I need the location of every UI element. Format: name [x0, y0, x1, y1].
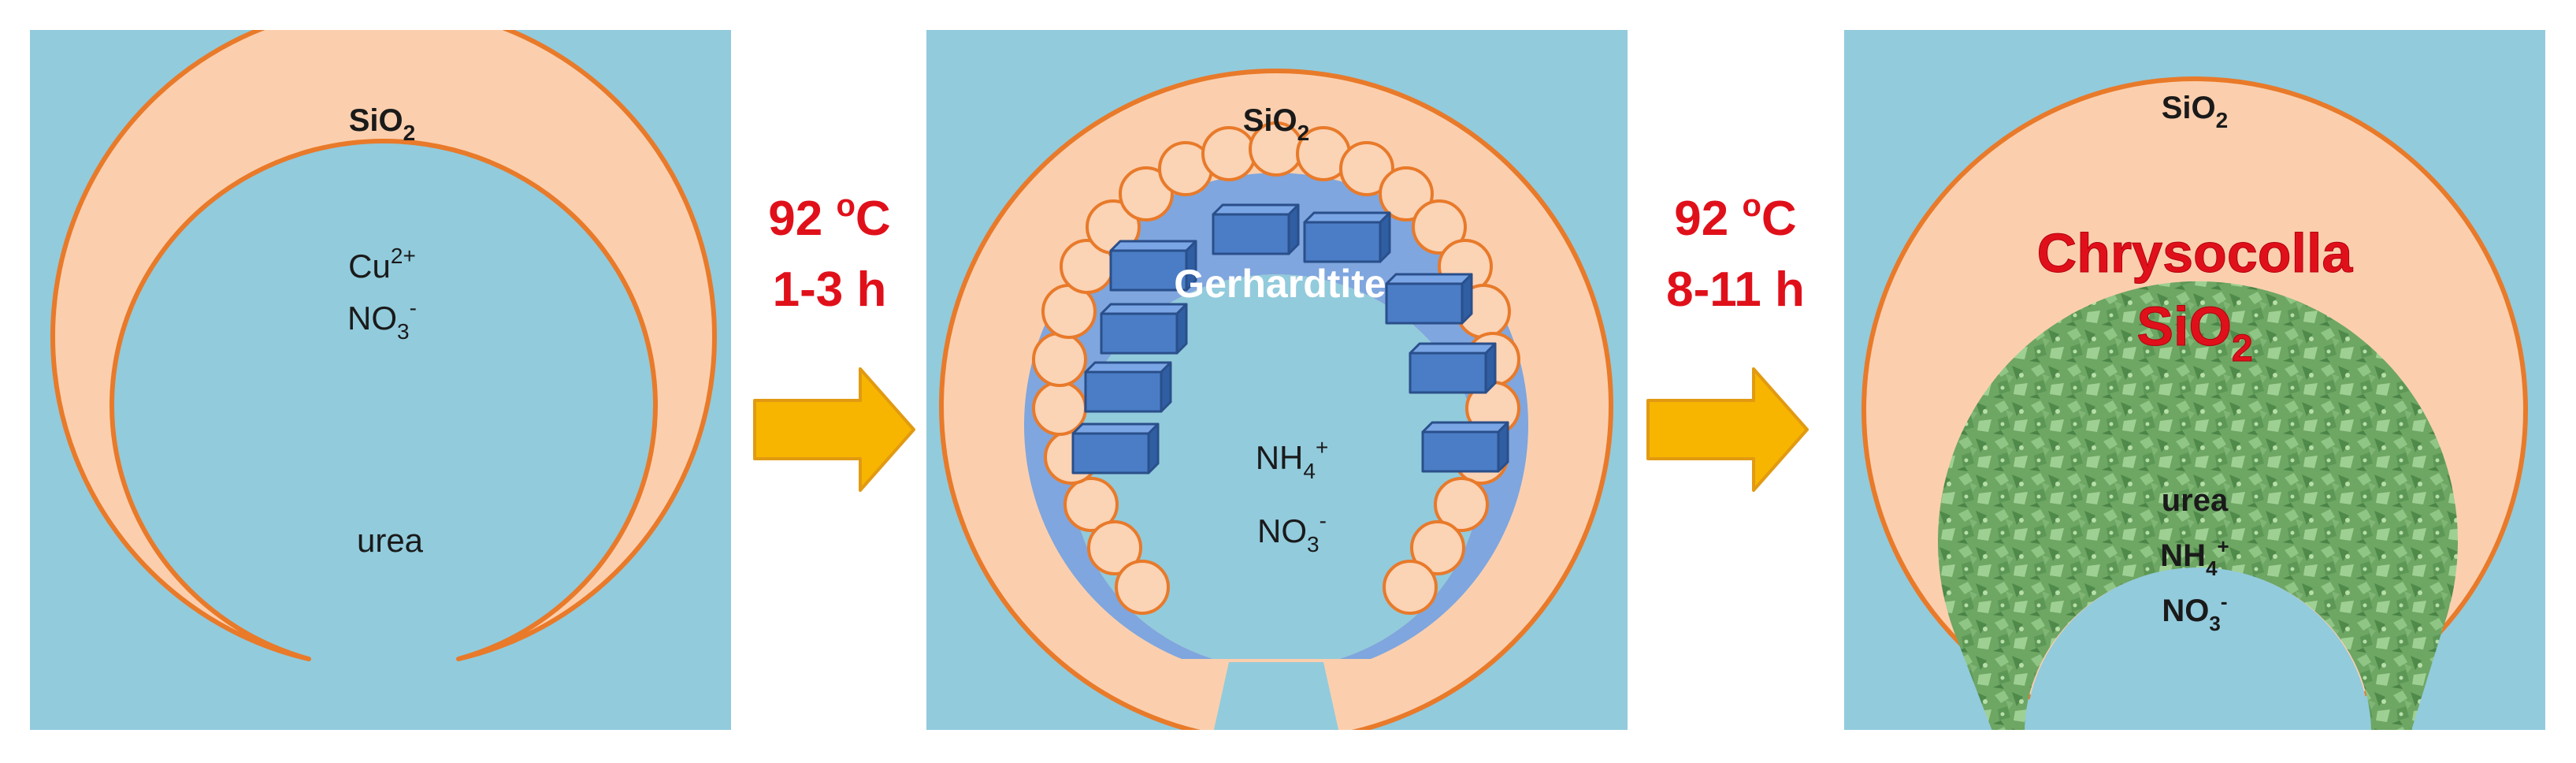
step-2-conditions: 92 oC 8-11 h — [1646, 188, 1809, 492]
gerhardtite-label: Gerhardtite — [1174, 262, 1386, 306]
panel-initial-urea-label: urea — [357, 522, 424, 559]
inner-cavity — [2026, 568, 2370, 730]
shell-opening — [1213, 662, 1339, 730]
panel-initial-ion-nitrate: NO3- — [347, 296, 417, 344]
panel-chrysocolla-urea-label: urea — [2162, 483, 2229, 518]
panel-chrysocolla: SiO2 Chrysocolla SiO2 urea NH4+ NO3- — [1844, 30, 2545, 730]
chrysocolla-layer — [1938, 281, 2458, 730]
panel-initial-ion-cu: Cu2+ — [348, 244, 416, 285]
panel-gerhardtite: SiO2 Gerhardtite NH4+ NO3- — [926, 30, 1628, 730]
inner-cavity — [1071, 274, 1481, 659]
gerhardtite-crystals — [1071, 203, 1509, 475]
panel-chrysocolla-ion-ammonium: NH4+ — [2160, 534, 2229, 580]
right-arrow-icon — [753, 367, 915, 492]
right-arrow-icon — [1646, 367, 1809, 492]
crystal-block — [1303, 211, 1391, 263]
crystal-block — [1100, 303, 1188, 355]
step-1-temperature: 92 oC — [768, 188, 890, 246]
panel-gerhardtite-ion-ammonium: NH4+ — [1256, 435, 1329, 483]
panel-initial: SiO2 Cu2+ NO3- urea — [30, 30, 731, 730]
panel-chrysocolla-ion-nitrate: NO3- — [2162, 590, 2227, 635]
panel-gerhardtite-shell-label: SiO2 — [1243, 103, 1309, 145]
crystal-block — [1421, 421, 1509, 473]
composite-silica-label: SiO2 — [2136, 296, 2252, 370]
panel-chrysocolla-shell-label: SiO2 — [2162, 91, 2228, 132]
step-1-conditions: 92 oC 1-3 h — [753, 188, 915, 492]
chrysocolla-label: Chrysocolla — [2037, 222, 2354, 284]
crystal-block — [1071, 422, 1160, 475]
step-1-duration: 1-3 h — [773, 262, 887, 317]
crystal-block — [1385, 273, 1473, 325]
crystal-block — [1212, 203, 1300, 255]
step-2-duration: 8-11 h — [1666, 262, 1805, 317]
silica-shell-open — [50, 30, 717, 661]
panel-gerhardtite-ion-nitrate: NO3- — [1257, 508, 1327, 556]
step-2-temperature: 92 oC — [1674, 188, 1796, 246]
panel-initial-shell-label: SiO2 — [349, 103, 415, 145]
crystal-block — [1109, 240, 1197, 292]
crystal-block — [1409, 342, 1497, 394]
crystal-block — [1084, 361, 1172, 413]
